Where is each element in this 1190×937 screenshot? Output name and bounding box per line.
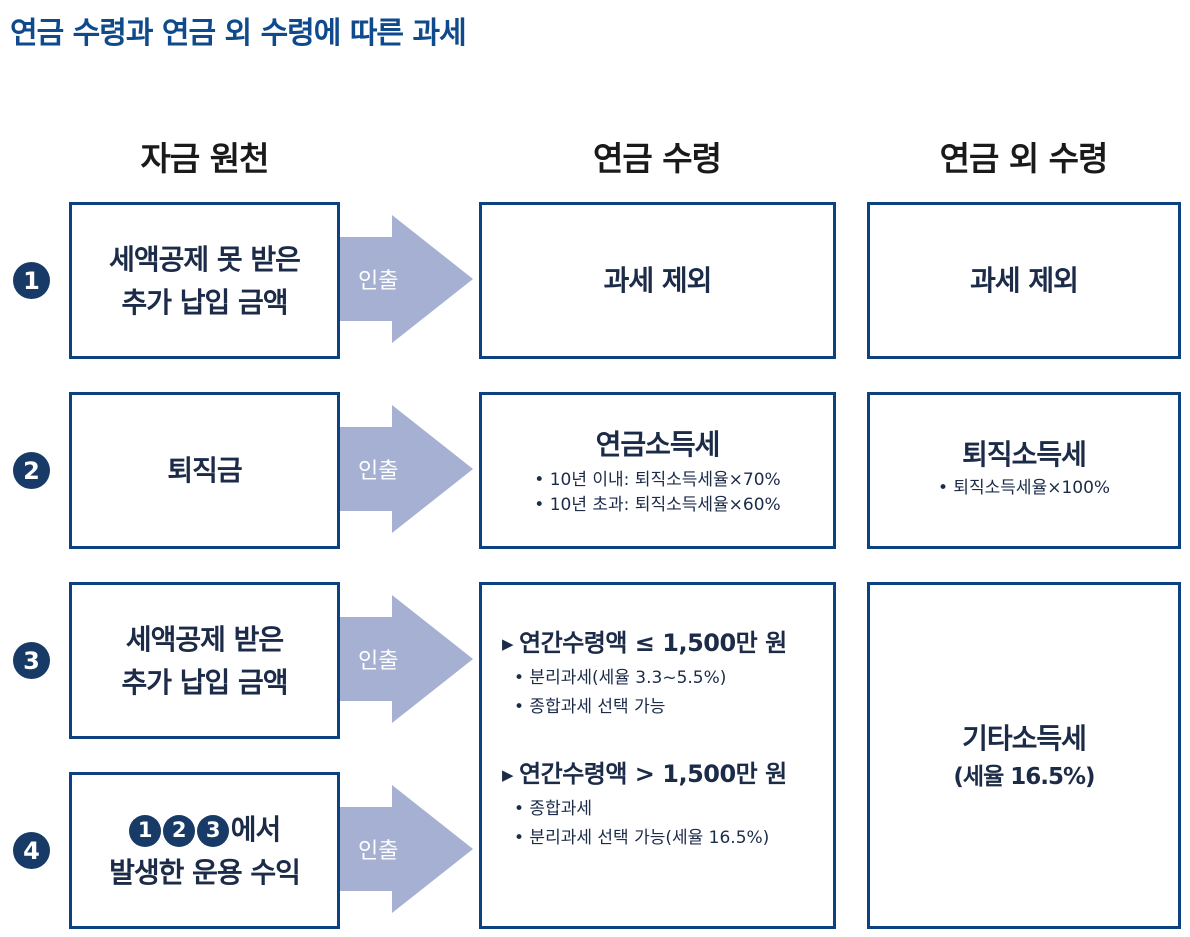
source-text: 추가 납입 금액	[121, 665, 288, 699]
triangle-icon: ▶	[502, 766, 514, 784]
tax-label: 과세 제외	[603, 264, 713, 297]
non-pension-box-1: 과세 제외	[867, 202, 1181, 359]
row-number-1: 1	[13, 262, 50, 299]
list-item: • 분리과세 선택 가능(세율 16.5%)	[514, 828, 770, 848]
column-header-source: 자금 원천	[140, 139, 270, 178]
source-text: 세액공제 못 받은	[109, 242, 301, 276]
tax-label: 기타소득세	[962, 722, 1087, 755]
pension-box-merged: ▶ 연간수령액 ≤ 1,500만 원 • 분리과세(세율 3.3~5.5%) • …	[479, 582, 836, 929]
list-item: • 종합과세	[514, 799, 592, 819]
source-box-1: 세액공제 못 받은 추가 납입 금액	[69, 202, 340, 359]
condition-text: 연간수령액 ≤ 1,500만 원	[519, 629, 787, 657]
row-number-2: 2	[13, 452, 50, 489]
withdraw-arrow: 인출	[340, 595, 473, 723]
source-text: 세액공제 받은	[125, 622, 284, 656]
arrow-icon	[340, 405, 473, 533]
source-text: 추가 납입 금액	[121, 285, 288, 319]
tax-detail: • 10년 이내: 퇴직소득세율×70%	[534, 470, 781, 490]
tax-detail: • 퇴직소득세율×100%	[937, 478, 1111, 498]
pension-box-2: 연금소득세 • 10년 이내: 퇴직소득세율×70% • 10년 초과: 퇴직소…	[479, 392, 836, 549]
ref-number: 2	[162, 814, 195, 847]
tax-detail: • 10년 초과: 퇴직소득세율×60%	[534, 495, 781, 515]
condition-2-list: • 종합과세 • 분리과세 선택 가능(세율 16.5%)	[502, 789, 769, 853]
arrow-icon	[340, 215, 473, 343]
withdraw-arrow: 인출	[340, 785, 473, 913]
source-text: 발생한 운용 수익	[109, 855, 301, 889]
ref-number: 1	[128, 814, 161, 847]
condition-2: ▶ 연간수령액 > 1,500만 원	[502, 754, 787, 789]
source-text: 에서	[230, 812, 282, 846]
tax-label: 퇴직소득세	[962, 438, 1087, 471]
triangle-icon: ▶	[502, 635, 514, 653]
condition-text: 연간수령액 > 1,500만 원	[519, 760, 787, 788]
column-header-non-pension: 연금 외 수령	[939, 139, 1109, 178]
tax-rate: (세율 16.5%)	[953, 764, 1095, 790]
list-item: • 종합과세 선택 가능	[514, 697, 666, 717]
arrow-icon	[340, 595, 473, 723]
ref-number: 3	[196, 814, 229, 847]
arrow-icon	[340, 785, 473, 913]
non-pension-box-merged: 기타소득세 (세율 16.5%)	[867, 582, 1181, 929]
condition-1-list: • 분리과세(세율 3.3~5.5%) • 종합과세 선택 가능	[502, 658, 726, 722]
withdraw-arrow: 인출	[340, 405, 473, 533]
source-box-2: 퇴직금	[69, 392, 340, 549]
tax-label: 과세 제외	[970, 264, 1079, 297]
condition-1: ▶ 연간수령액 ≤ 1,500만 원	[502, 623, 787, 658]
non-pension-box-2: 퇴직소득세 • 퇴직소득세율×100%	[867, 392, 1181, 549]
source-box-3: 세액공제 받은 추가 납입 금액	[69, 582, 340, 739]
row-number-4: 4	[13, 832, 50, 869]
tax-label: 연금소득세	[595, 428, 721, 461]
column-header-pension: 연금 수령	[593, 139, 722, 178]
row-number-3: 3	[13, 642, 50, 679]
source-text: 퇴직금	[167, 454, 242, 487]
list-item: • 분리과세(세율 3.3~5.5%)	[514, 668, 727, 688]
withdraw-arrow: 인출	[340, 215, 473, 343]
page-title: 연금 수령과 연금 외 수령에 따른 과세	[10, 16, 467, 51]
pension-box-1: 과세 제외	[479, 202, 836, 359]
